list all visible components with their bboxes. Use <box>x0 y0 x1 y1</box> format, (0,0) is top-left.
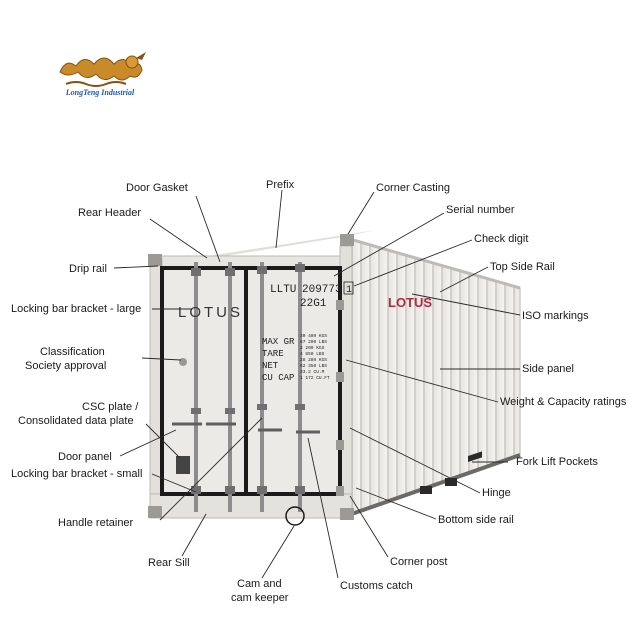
check-digit-text: 1 <box>346 285 352 296</box>
label-handle-retainer: Handle retainer <box>58 517 134 529</box>
logo: LongTeng Industrial <box>59 52 146 97</box>
plate-value: 1 172 CU.FT <box>300 375 330 381</box>
label-customs-catch: Customs catch <box>340 580 413 592</box>
plate-value: 30 480 KGS <box>300 333 327 339</box>
label-side-panel: Side panel <box>522 363 574 375</box>
iso-code-text: 22G1 <box>300 298 327 310</box>
label-bottom-side-rail: Bottom side rail <box>438 514 514 526</box>
label-door-gasket: Door Gasket <box>126 182 188 194</box>
label-fork-lift-pockets: Fork Lift Pockets <box>516 456 598 468</box>
label-rear-header: Rear Header <box>78 207 141 219</box>
container-body <box>148 230 521 526</box>
label-drip-rail: Drip rail <box>69 263 107 275</box>
plate-line: CU CAP <box>262 373 294 383</box>
corner-casting-shape <box>340 508 354 520</box>
cam-keeper-marker <box>285 506 305 526</box>
label-cam-keeper: cam keeper <box>231 592 289 604</box>
corner-casting-shape <box>148 254 162 266</box>
label-iso-markings: ISO markings <box>522 310 589 322</box>
fork-pocket <box>445 478 457 486</box>
label-cam: Cam and <box>237 578 282 590</box>
plate-line: MAX GR <box>262 337 295 347</box>
classification-decal <box>179 358 187 366</box>
label-classification: Classification <box>40 346 105 358</box>
hinges-shape <box>336 300 344 496</box>
label-door-panel: Door panel <box>58 451 112 463</box>
logo-caption: LongTeng Industrial <box>65 88 135 97</box>
plate-value: 33.2 CU.M <box>300 369 325 375</box>
label-top-side-rail: Top Side Rail <box>490 261 555 273</box>
plate-value: 28 280 KGS <box>300 357 327 363</box>
label-rear-sill: Rear Sill <box>148 557 190 569</box>
leader-lines <box>113 189 521 579</box>
plate-value: 4 850 LBS <box>300 351 325 357</box>
door-handles <box>172 422 320 434</box>
serial-text: 209773 <box>302 284 342 296</box>
label-csc-plate: CSC plate / <box>82 401 139 413</box>
corner-casting-shape <box>340 234 354 246</box>
dragon-icon <box>59 52 146 87</box>
bar-brackets <box>191 264 305 494</box>
label-serial-number: Serial number <box>446 204 515 216</box>
plate-value: 62 350 LBS <box>300 363 327 369</box>
plate-line: NET <box>262 361 279 371</box>
label-corner-post: Corner post <box>390 556 447 568</box>
plate-line: TARE <box>262 349 284 359</box>
csc-plate-shape <box>176 456 190 474</box>
label-weight-capacity: Weight & Capacity ratings <box>500 396 627 408</box>
weight-plate: MAX GR TARE NET CU CAP 30 480 KGS 67 200… <box>262 333 330 383</box>
label-locking-bar-bracket-small: Locking bar bracket - small <box>11 468 142 480</box>
label-society-approval: Society approval <box>25 360 106 372</box>
label-consolidated-data-plate: Consolidated data plate <box>18 415 134 427</box>
labels: Door Gasket Prefix Corner Casting Rear H… <box>11 179 627 604</box>
corner-casting-shape <box>148 506 162 518</box>
rear-sill-shape <box>149 493 353 519</box>
plate-value: 2 200 KGS <box>300 345 325 351</box>
plate-value: 67 200 LBS <box>300 339 327 345</box>
label-locking-bar-bracket-large: Locking bar bracket - large <box>11 303 141 315</box>
label-prefix: Prefix <box>266 179 295 191</box>
prefix-text: LLTU <box>270 284 296 296</box>
label-corner-casting: Corner Casting <box>376 182 450 194</box>
door-brand: LOTUS <box>178 304 243 321</box>
label-hinge: Hinge <box>482 487 511 499</box>
side-brand: LOTUS <box>388 295 432 310</box>
fork-pocket <box>468 451 482 462</box>
label-check-digit: Check digit <box>474 233 528 245</box>
fork-pocket <box>420 486 432 494</box>
locking-bars <box>194 262 302 512</box>
check-digit-box <box>343 281 354 295</box>
